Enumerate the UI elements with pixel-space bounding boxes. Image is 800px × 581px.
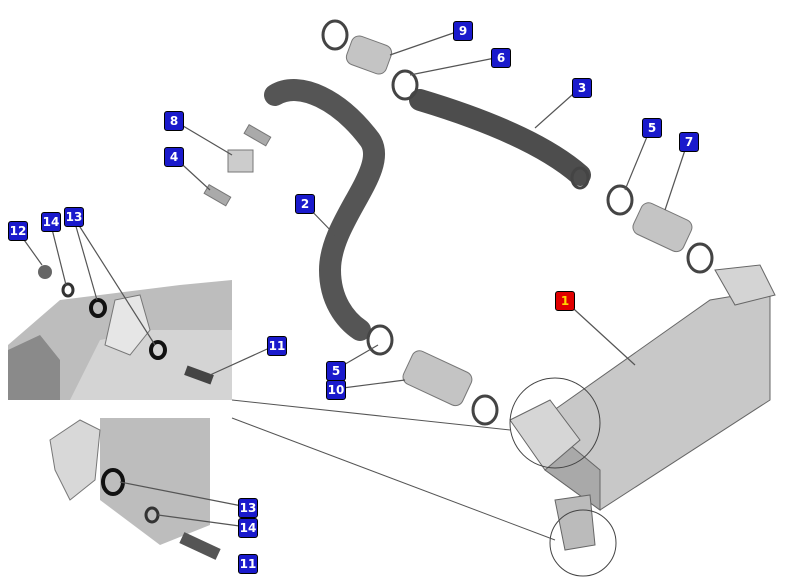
callout-2[interactable]: 2 [295, 194, 315, 214]
callout-12[interactable]: 12 [8, 221, 28, 241]
detail-circle-bottom [549, 509, 617, 577]
callout-14[interactable]: 14 [41, 212, 61, 232]
callout-6[interactable]: 6 [491, 48, 511, 68]
detail-circle-top [509, 377, 601, 469]
callout-9[interactable]: 9 [453, 21, 473, 41]
callout-11[interactable]: 11 [267, 336, 287, 356]
callout-7[interactable]: 7 [679, 132, 699, 152]
callout-10[interactable]: 10 [326, 380, 346, 400]
callout-13[interactable]: 13 [64, 207, 84, 227]
inset-bottom [49, 418, 210, 545]
callout-4[interactable]: 4 [164, 147, 184, 167]
callout-13[interactable]: 13 [238, 498, 258, 518]
callout-1-highlighted[interactable]: 1 [555, 291, 575, 311]
callout-11[interactable]: 11 [238, 554, 258, 574]
sleeve-10 [402, 350, 473, 407]
sleeve-9 [345, 35, 393, 75]
part-8 [227, 149, 254, 173]
sleeve-7 [632, 202, 693, 253]
leader-lines [16, 29, 689, 528]
callout-14[interactable]: 14 [238, 518, 258, 538]
part-4 [203, 183, 232, 207]
callout-5[interactable]: 5 [326, 361, 346, 381]
intercooler [509, 264, 776, 551]
inset-top [8, 280, 232, 400]
clamps [321, 19, 714, 426]
hose-3 [409, 89, 591, 186]
callout-3[interactable]: 3 [572, 78, 592, 98]
callout-8[interactable]: 8 [164, 111, 184, 131]
hose-2 [264, 79, 386, 341]
callout-5[interactable]: 5 [642, 118, 662, 138]
